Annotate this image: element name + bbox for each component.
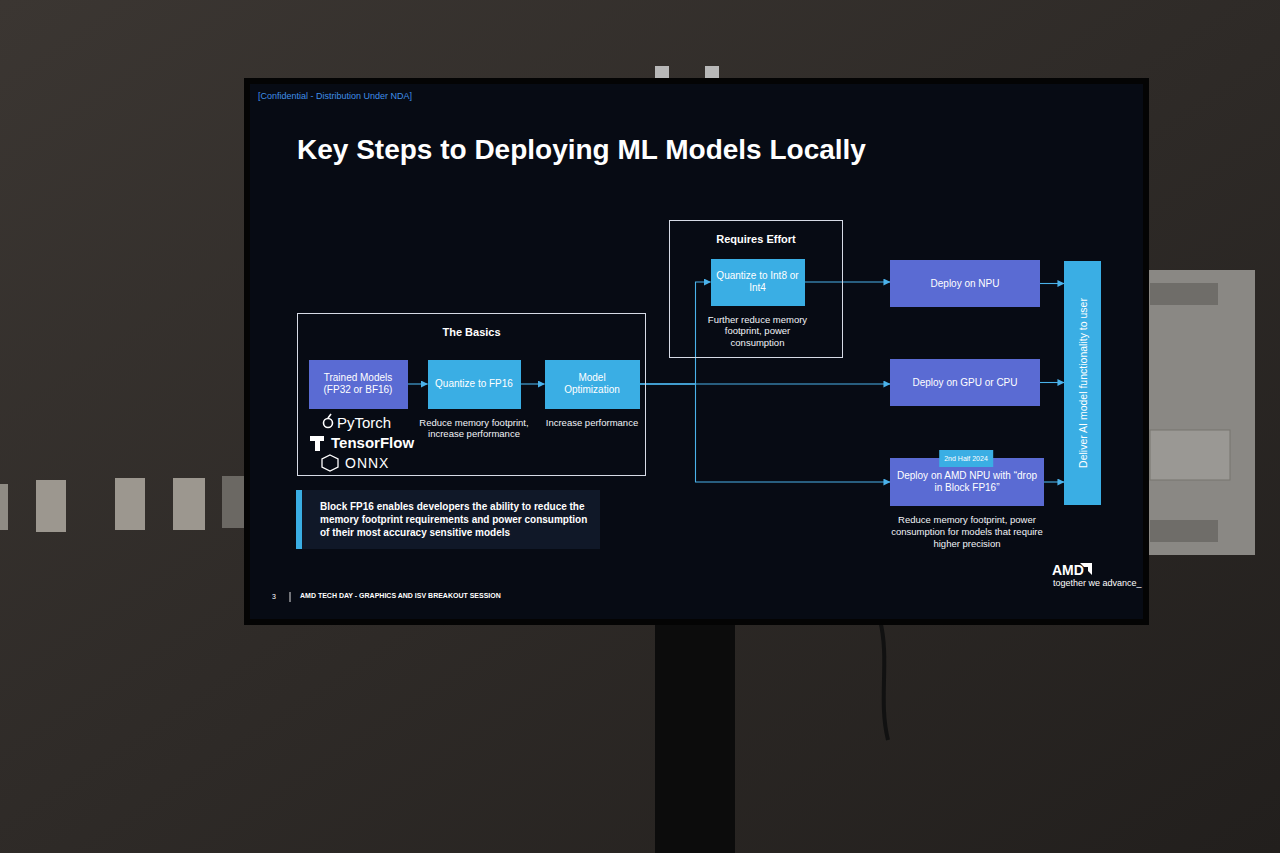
tv-screen (250, 84, 1143, 619)
vent-panel (1140, 270, 1255, 555)
framework-name: TensorFlow (331, 434, 414, 451)
wall-switches (0, 476, 244, 532)
flow-connector (408, 383, 428, 384)
flow-connector (1040, 283, 1064, 284)
switch-plate (0, 484, 8, 530)
tv-bezel (244, 78, 1149, 625)
framework-name: ONNX (345, 455, 389, 471)
process-box: Deploy on NPU (890, 260, 1040, 307)
node-text: Model Optimization (545, 372, 640, 396)
node-text: Deploy on NPU (926, 278, 1005, 290)
footer-text: AMD TECH DAY - GRAPHICS AND ISV BREAKOUT… (300, 592, 501, 599)
pytorch-icon (328, 414, 331, 418)
process-box: Deploy on GPU or CPU (890, 359, 1040, 406)
group-frame: Requires EffortQuantize to Int8 or Int4F… (669, 220, 843, 358)
output-bar: Deliver AI model functionality to user (1064, 261, 1101, 505)
pytorch-icon (324, 419, 333, 428)
tensorflow-icon (310, 436, 324, 451)
node-text: Quantize to Int8 or Int4 (711, 270, 805, 294)
tv-connector (705, 66, 719, 80)
pytorch-icon (324, 414, 333, 428)
node-text: Requires Effort (670, 233, 842, 245)
process-box: Quantize to Int8 or Int4Further reduce m… (711, 259, 805, 306)
framework-name: PyTorch (337, 414, 391, 431)
switch-plate (115, 478, 145, 530)
switch-plate (36, 480, 66, 532)
tv-connector (655, 66, 669, 80)
vent-grille (1150, 283, 1218, 305)
switch-plate (222, 476, 244, 528)
brand-logo: AMD (1052, 562, 1084, 578)
flow-connector (521, 383, 545, 384)
node-text: Deliver AI model functionality to user (1077, 298, 1089, 468)
switch-plate (173, 478, 205, 530)
group-frame: The BasicsTrained Models (FP32 or BF16) Q… (297, 313, 646, 476)
process-box: Model OptimizationIncrease performance (545, 360, 640, 409)
tv-stand-pole (655, 620, 735, 853)
note-panel: Block FP16 enables developers the abilit… (296, 490, 600, 549)
node-caption: Further reduce memory footprint, power c… (702, 314, 814, 350)
node-text: 2nd Half 2024 (944, 455, 988, 462)
node-text: Trained Models (FP32 or BF16) (309, 372, 408, 396)
vent-cover (1150, 430, 1230, 480)
node-text: Deploy on GPU or CPU (907, 377, 1022, 389)
vent-grille (1150, 520, 1218, 542)
brand-tagline: together we advance_ (1053, 578, 1142, 588)
node-text: Quantize to FP16 (430, 378, 518, 390)
process-box: Quantize to FP16Reduce memory footprint,… (428, 360, 521, 409)
date-badge: 2nd Half 2024 (939, 450, 993, 467)
process-box: Trained Models (FP32 or BF16) (309, 360, 408, 409)
cable (880, 620, 888, 740)
flow-connector (640, 384, 891, 482)
node-caption: Increase performance (542, 417, 642, 429)
flow-connector (1040, 382, 1064, 383)
wall-vent (1140, 270, 1255, 555)
flow-connector (805, 281, 891, 282)
slide-title: Key Steps to Deploying ML Models Locally (297, 134, 866, 166)
node-caption: Reduce memory footprint, power consumpti… (881, 514, 1053, 550)
flow-connector (1044, 481, 1064, 482)
page-number: 3 (272, 593, 276, 600)
node-text: The Basics (298, 326, 645, 338)
onnx-icon (322, 455, 338, 471)
node-text: Block FP16 enables developers the abilit… (320, 500, 588, 539)
node-caption: Reduce memory footprint, increase perfor… (418, 417, 530, 441)
node-text: Deploy on AMD NPU with “drop in Block FP… (890, 470, 1044, 494)
footer-divider (290, 592, 291, 602)
confidential-notice: [Confidential - Distribution Under NDA] (258, 91, 412, 101)
flow-connector (640, 282, 711, 384)
